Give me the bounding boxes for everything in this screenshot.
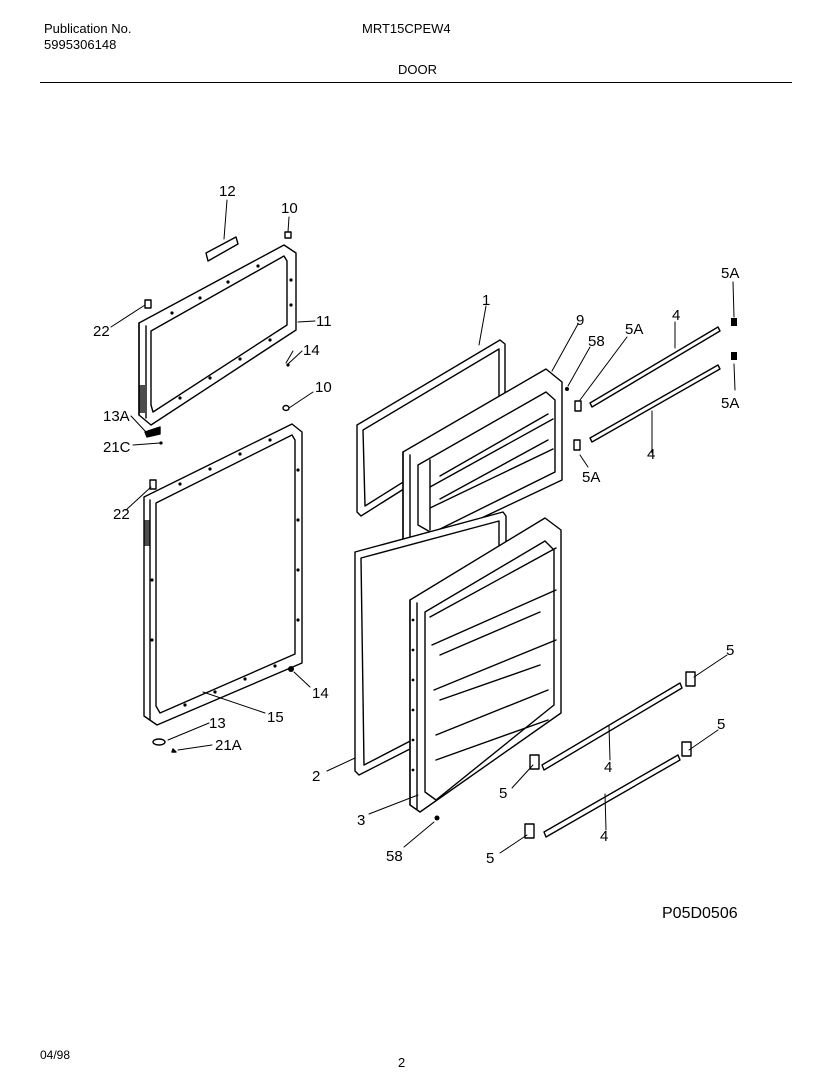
fresh-food-door-liner [409, 517, 562, 813]
callout-labels: 12 10 11 22 14 13A 21C 10 22 14 15 13 21… [93, 183, 739, 867]
callout-22: 22 [93, 323, 110, 340]
callout-9: 9 [576, 312, 584, 329]
callout-5: 5 [717, 716, 725, 733]
callout-22: 22 [113, 506, 130, 523]
callout-5: 5 [486, 850, 494, 867]
callout-14: 14 [312, 685, 329, 702]
callout-21a: 21A [215, 737, 242, 754]
model-number: MRT15CPEW4 [362, 21, 451, 36]
callout-5: 5 [726, 642, 734, 659]
callout-4: 4 [672, 307, 680, 324]
callout-3: 3 [357, 812, 365, 829]
callout-leaders [110, 199, 736, 854]
callout-5a: 5A [721, 265, 739, 282]
callout-11: 11 [316, 313, 332, 330]
callout-4: 4 [647, 446, 655, 463]
publication-number: 5995306148 [44, 37, 117, 52]
publication-label: Publication No. [44, 21, 132, 36]
callout-21c: 21C [103, 439, 131, 456]
section-title: DOOR [398, 62, 437, 77]
callout-4: 4 [600, 828, 608, 845]
nameplate [205, 236, 239, 262]
callout-15: 15 [267, 709, 284, 726]
callout-58: 58 [386, 848, 403, 865]
callout-4: 4 [604, 759, 612, 776]
freezer-door-outer [138, 244, 297, 426]
callout-12: 12 [219, 183, 236, 200]
hardware-parts [144, 231, 569, 821]
callout-13: 13 [209, 715, 226, 732]
header-rule [40, 82, 792, 83]
callout-5: 5 [499, 785, 507, 802]
callout-5a: 5A [721, 395, 739, 412]
drawing-code: P05D0506 [662, 905, 738, 922]
callout-10: 10 [281, 200, 298, 217]
callout-5a: 5A [625, 321, 643, 338]
callout-10: 10 [315, 379, 332, 396]
footer-date: 04/98 [40, 1048, 71, 1062]
door-shelf-bars [541, 326, 721, 838]
fresh-food-door-outer [143, 423, 303, 726]
page-number: 2 [398, 1055, 406, 1070]
callout-13a: 13A [103, 408, 130, 425]
callout-5a: 5A [582, 469, 600, 486]
callout-1: 1 [482, 292, 490, 309]
callout-2: 2 [312, 768, 320, 785]
callout-58: 58 [588, 333, 605, 350]
callout-14: 14 [303, 342, 320, 359]
